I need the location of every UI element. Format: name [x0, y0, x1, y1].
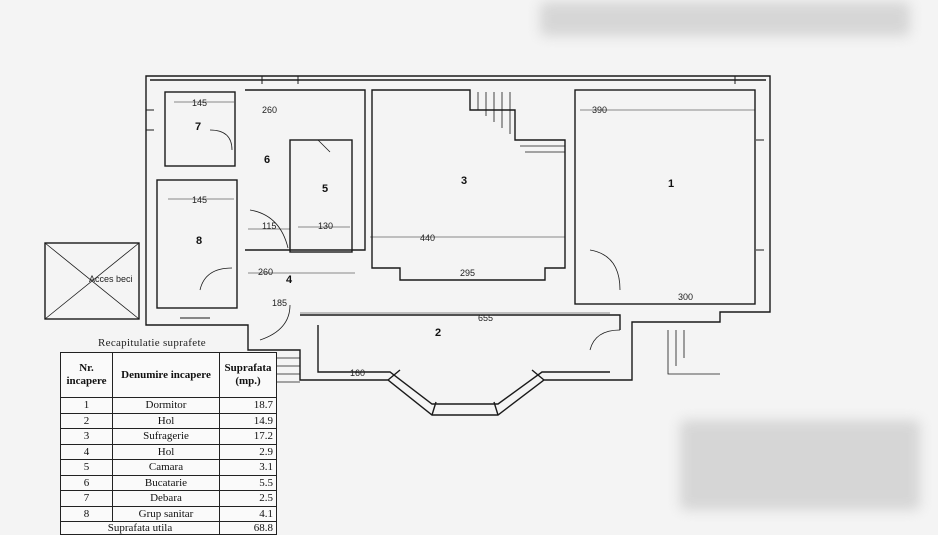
dim-label: 130 [318, 221, 333, 231]
dim-label: 145 [192, 195, 207, 205]
room-7-walls [164, 91, 236, 167]
room-number-2: 2 [435, 327, 441, 339]
dim-label: 300 [678, 292, 693, 302]
dim-label: 185 [272, 298, 287, 308]
recap-table: Nr. incapere Denumire incapere Suprafata… [60, 352, 277, 535]
dim-label: 390 [592, 105, 607, 115]
redacted-area [540, 2, 910, 36]
dim-label: 145 [192, 98, 207, 108]
dim-label: 115 [262, 221, 276, 231]
room-number-5: 5 [322, 183, 328, 195]
header-nr: Nr. incapere [60, 352, 113, 398]
room-number-1: 1 [668, 178, 674, 190]
cellar-access-box [44, 242, 140, 320]
table-header: Nr. incapere Denumire incapere Suprafata… [60, 352, 277, 398]
room-number-4: 4 [286, 274, 293, 286]
room-8-walls [156, 179, 238, 309]
room-number-7: 7 [195, 121, 201, 133]
dim-label: 655 [478, 313, 493, 323]
dim-label: 260 [258, 267, 273, 277]
room-number-6: 6 [264, 154, 270, 166]
room-5-walls [289, 139, 353, 253]
dim-label: 260 [262, 105, 277, 115]
room-1-walls [574, 89, 756, 305]
room-3-walls [371, 89, 566, 281]
redacted-area [680, 420, 920, 510]
header-area: Suprafata (mp.) [219, 352, 277, 398]
dim-label: 160 [350, 368, 365, 378]
room-number-8: 8 [196, 235, 202, 247]
room-number-3: 3 [461, 175, 467, 187]
room-6-walls [245, 89, 366, 251]
dim-label: 295 [460, 268, 475, 278]
recap-title: Recapitulatie suprafete [98, 337, 206, 349]
room-2-walls [300, 314, 621, 330]
header-name: Denumire incapere [112, 352, 220, 398]
dim-label: 440 [420, 233, 435, 243]
cellar-access-label: Acces beci [89, 274, 133, 284]
